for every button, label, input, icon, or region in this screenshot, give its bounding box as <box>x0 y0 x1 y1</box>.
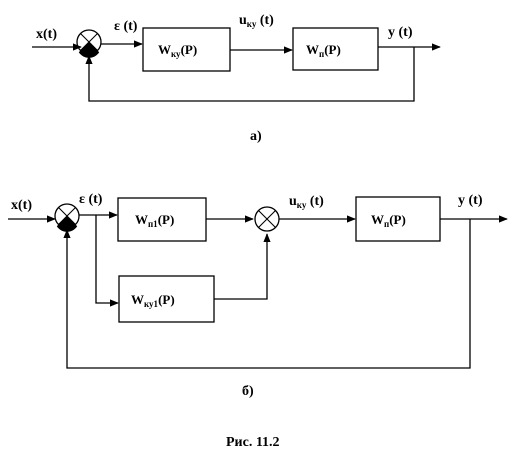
diagram-a: x(t) ε (t) Wку(P) uку (t) Wп(P) y (t) а) <box>32 13 441 144</box>
b-plant-block-label: Wп(P) <box>371 212 406 229</box>
b-plant-block <box>355 196 441 242</box>
b-caption: б) <box>242 384 254 399</box>
a-output-label: y (t) <box>388 25 413 40</box>
b-bottom-to-junction-line <box>214 233 271 300</box>
figure-caption: Рис. 11.2 <box>226 435 280 450</box>
a-controller-label: Wку(P) <box>158 42 197 59</box>
b-error-label: ε (t) <box>79 192 103 207</box>
b-second-junction <box>254 206 280 232</box>
a-input-label: x(t) <box>36 27 57 42</box>
b-top-block <box>117 197 207 242</box>
b-summing-junction <box>54 203 80 232</box>
a-plant-block <box>292 27 379 71</box>
b-bottom-block-label: Wку1(P) <box>131 292 175 309</box>
b-branch-line <box>95 215 119 307</box>
a-caption: а) <box>250 129 262 144</box>
diagram-b: x(t) ε (t) Wп1(P) Wку1(P) <box>8 192 508 399</box>
b-top-block-label: Wп1(P) <box>135 212 174 229</box>
b-control-label: uку (t) <box>289 194 324 210</box>
a-summing-junction <box>76 29 102 58</box>
a-feedback-line <box>85 47 415 102</box>
a-controller-block <box>142 27 231 72</box>
b-output-label: y (t) <box>458 193 483 208</box>
a-error-label: ε (t) <box>114 19 138 34</box>
b-input-label: x(t) <box>11 198 32 213</box>
b-bottom-block <box>118 275 215 323</box>
b-feedback-line <box>63 219 471 369</box>
a-control-label: uку (t) <box>239 13 274 29</box>
a-plant-label: Wп(P) <box>306 42 341 59</box>
